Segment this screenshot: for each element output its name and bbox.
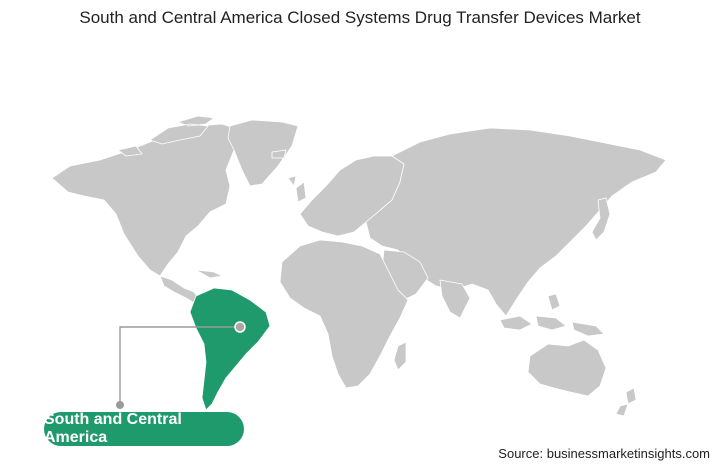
region-connector-line (119, 326, 240, 405)
region-marker-dot (234, 321, 246, 333)
map-title: South and Central America Closed Systems… (79, 8, 641, 27)
south-america-highlight (189, 287, 271, 411)
madagascar-island (393, 341, 407, 371)
arctic-islands (117, 115, 216, 157)
australia-landmass (527, 339, 607, 397)
africa-landmass (279, 239, 409, 389)
japan-islands (591, 197, 611, 241)
region-label-pill: South and Central America (44, 411, 244, 446)
north-america-landmass (51, 123, 241, 277)
british-isles (271, 149, 307, 203)
connector-end-dot (116, 401, 124, 409)
source-text: Source: businessmarketinsights.com (498, 446, 710, 461)
asia-landmass (365, 127, 667, 317)
southeast-asia-islands (499, 293, 605, 337)
greenland-landmass (227, 119, 299, 187)
region-label-text: South and Central America (44, 411, 182, 446)
new-zealand-islands (615, 387, 637, 417)
